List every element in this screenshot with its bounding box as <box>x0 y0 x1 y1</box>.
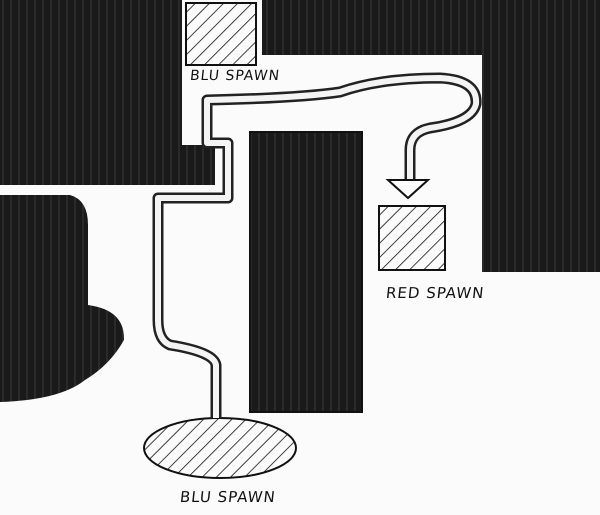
wall-left-blob <box>0 195 125 402</box>
wall-top-left <box>0 0 215 185</box>
red-spawn-label: RED SPAWN <box>385 284 486 302</box>
arrow-head-icon <box>385 179 431 200</box>
blu-spawn-top-label: BLU SPAWN <box>189 68 281 84</box>
blu-spawn-bottom-area <box>143 417 297 479</box>
wall-top-right <box>262 0 600 272</box>
blu-spawn-bottom-label: BLU SPAWN <box>179 488 277 506</box>
blu-spawn-top-area <box>185 2 257 66</box>
wall-center-column <box>249 131 363 413</box>
red-spawn-area <box>378 205 446 271</box>
route-path <box>152 72 482 418</box>
